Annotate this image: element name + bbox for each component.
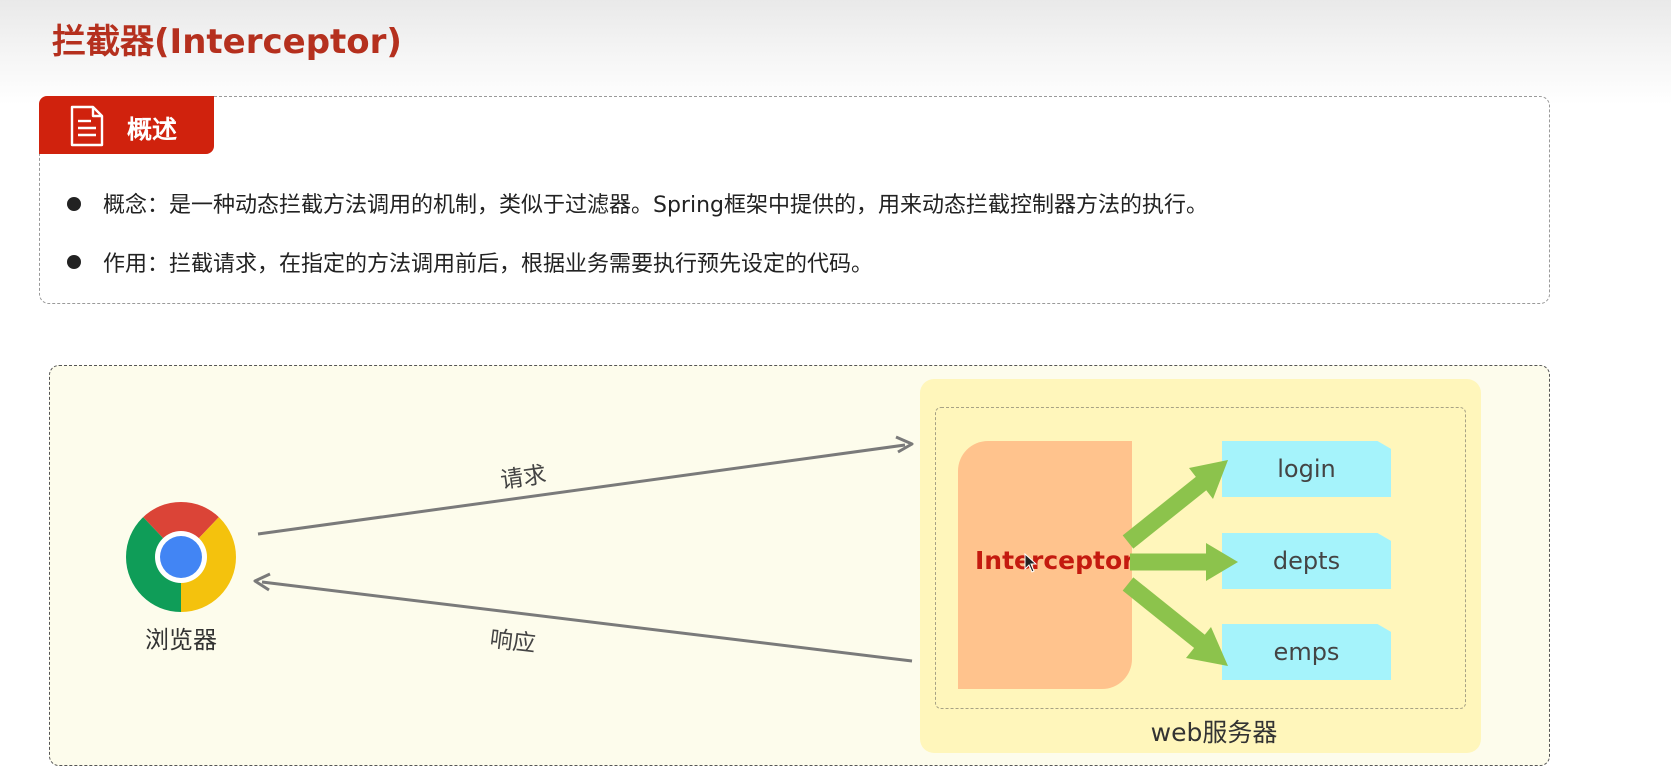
web-server-inner-frame (935, 407, 1466, 709)
request-arrow (257, 443, 906, 536)
overview-panel: 概念：是一种动态拦截方法调用的机制，类似于过滤器。Spring框架中提供的，用来… (39, 96, 1550, 304)
title-bar (0, 0, 1671, 105)
page-title: 拦截器(Interceptor) (52, 22, 402, 62)
web-server-label: web服务器 (1150, 718, 1278, 747)
bullet-concept: 概念：是一种动态拦截方法调用的机制，类似于过滤器。Spring框架中提供的，用来… (103, 193, 1208, 218)
endpoint-login: login (1222, 441, 1391, 497)
chrome-icon (126, 502, 236, 612)
bullet-function: 作用：拦截请求，在指定的方法调用前后，根据业务需要执行预先设定的代码。 (103, 252, 874, 277)
endpoint-depts: depts (1222, 533, 1391, 589)
response-arrowhead (253, 572, 271, 592)
response-arrow (261, 580, 913, 663)
mouse-cursor-icon (1024, 553, 1038, 573)
overview-tag: 概述 (39, 96, 214, 154)
green-arrow-emps-shaft (1122, 577, 1210, 652)
bullet-dot (67, 197, 81, 211)
response-label: 响应 (488, 626, 538, 658)
document-icon (70, 105, 104, 147)
green-arrow-login-shaft (1122, 471, 1214, 549)
interceptor-label: Interceptor (975, 546, 1135, 575)
request-arrowhead (895, 435, 914, 454)
green-arrow-depts-head (1206, 543, 1238, 581)
interceptor-block (958, 441, 1132, 689)
overview-tag-label: 概述 (127, 115, 178, 144)
green-arrow-login-head (1189, 460, 1228, 499)
request-label: 请求 (498, 461, 549, 495)
endpoint-emps: emps (1222, 624, 1391, 680)
bullet-dot (67, 255, 81, 269)
green-arrow-emps-head (1186, 627, 1228, 666)
browser-label: 浏览器 (145, 626, 217, 654)
